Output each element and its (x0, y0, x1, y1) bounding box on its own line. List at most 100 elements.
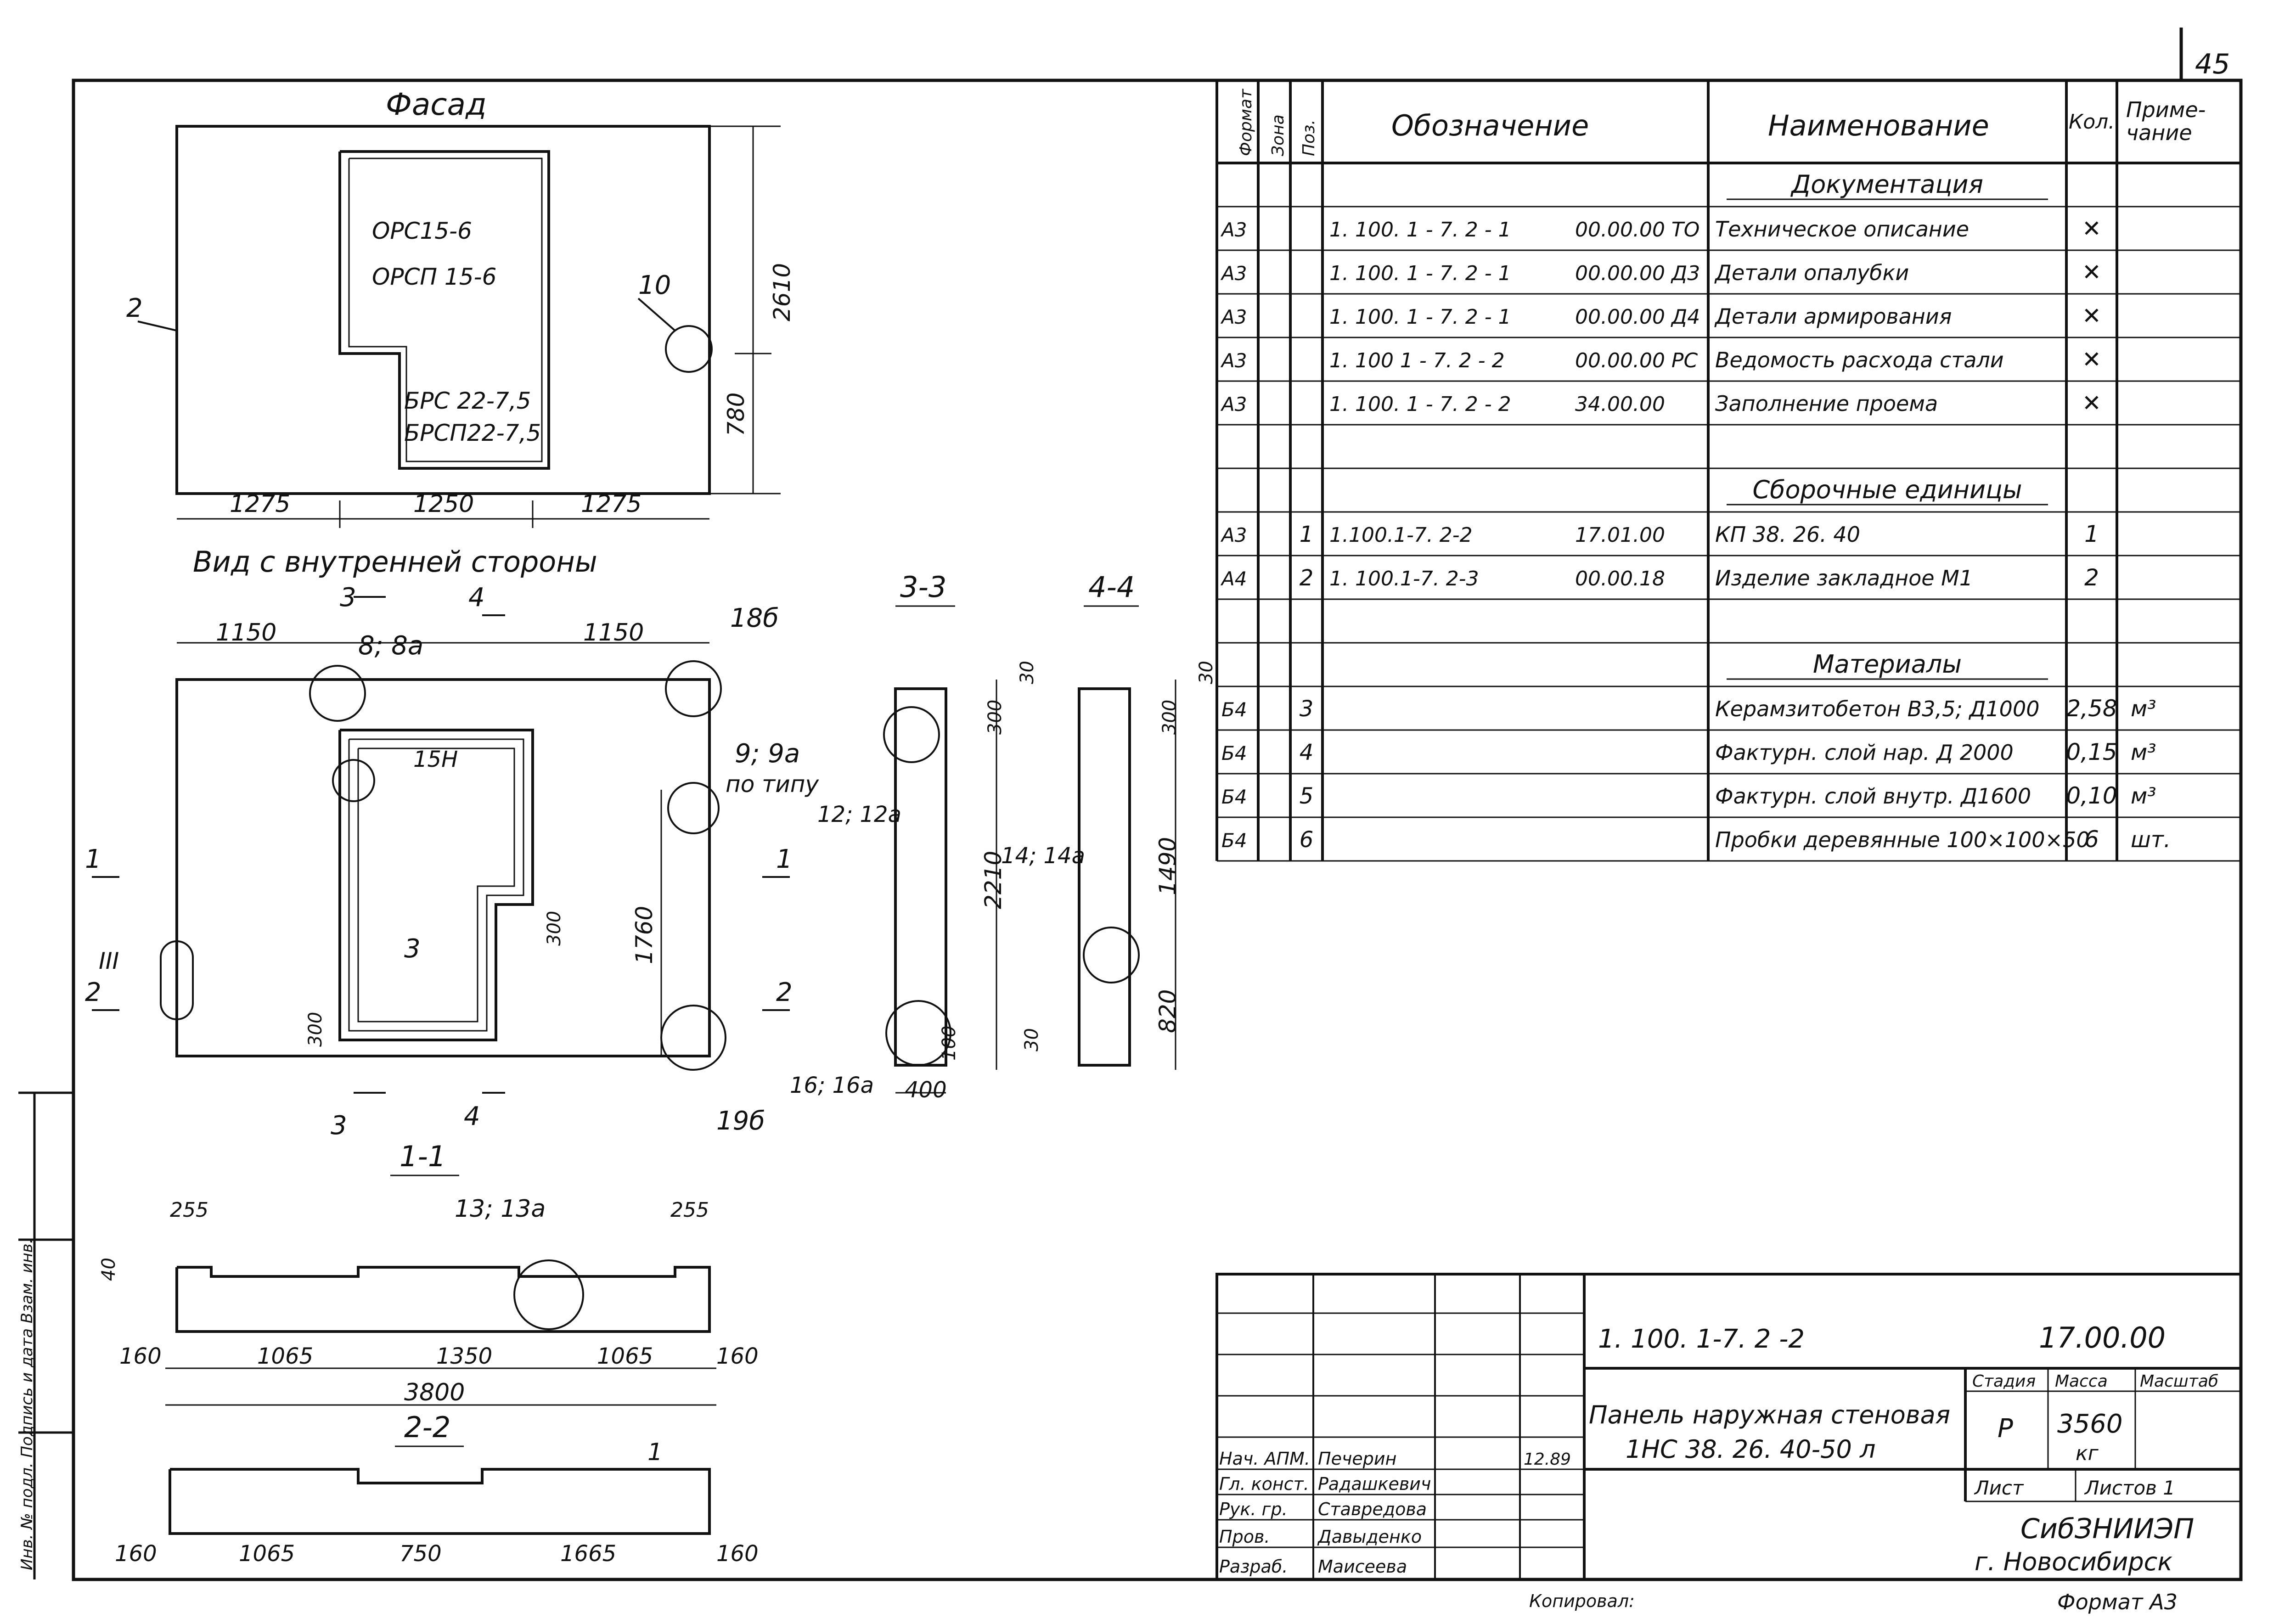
title-sheet-label: Лист (1974, 1477, 2024, 1499)
section-4-4-dim-820: 820 (1154, 989, 1181, 1033)
spec-cell-code: 1. 100. 1 - 7. 2 - 1 (1329, 305, 1511, 329)
section-3-3-callout-16: 16; 16а (790, 1073, 874, 1098)
spec-cell-qty: ✕ (2082, 346, 2101, 373)
section-1-1-dim-1065-left: 1065 (257, 1343, 313, 1369)
section-4-4-dim-300: 300 (1159, 700, 1180, 735)
title-name-line2: 1НС 38. 26. 40-50 л (1626, 1435, 1876, 1464)
section-3-3-title: 3-3 (900, 570, 946, 604)
facade-opening (338, 150, 550, 470)
inner-callout-3: 3 (404, 934, 421, 964)
spec-header-note-2: чание (2126, 120, 2192, 145)
facade-dim-1250: 1250 (413, 490, 474, 518)
title-doc-number: 17.00.00 (2039, 1321, 2166, 1354)
section-1-1-dim-160-left: 160 (119, 1343, 162, 1369)
section-mark-2-left: 2 (85, 978, 101, 1007)
facade-callout-2: 2 (126, 293, 143, 323)
spec-cell-pos: 3 (1300, 696, 1314, 722)
title-mass-label: Масса (2055, 1372, 2108, 1391)
spec-section-heading: Материалы (1813, 650, 1962, 679)
section-2-2-dim-1065: 1065 (239, 1541, 295, 1567)
spec-header-zone: Зона (1269, 114, 1288, 156)
spec-cell-pos: 5 (1300, 783, 1314, 809)
section-3-3-callout-12: 12; 12а (817, 802, 901, 827)
section-4-4: 4-4 30 300 1490 820 30 14; 14а (1001, 570, 1217, 1070)
spec-cell-format: Б4 (1221, 742, 1247, 764)
section-3-3-dim-300: 300 (985, 700, 1006, 735)
spec-cell-code2: 00.00.00 ТО (1575, 218, 1699, 242)
spec-cell-format: А3 (1220, 349, 1247, 372)
section-1-1-dim-3800: 3800 (404, 1379, 465, 1406)
spec-cell-name: Керамзитобетон В3,5; Д1000 (1715, 697, 2040, 721)
inner-callout-15n: 15Н (413, 747, 458, 772)
section-mark-2-right: 2 (776, 978, 793, 1007)
section-4-4-dim-30-top: 30 (1196, 661, 1217, 684)
section-mark-4-bottom: 4 (464, 1101, 480, 1131)
inner-dim-1150-left: 1150 (216, 619, 276, 646)
signature-name: Давыденко (1317, 1527, 1422, 1547)
title-mass-unit: кг (2076, 1442, 2099, 1465)
section-1-1-dim-160-right: 160 (716, 1343, 759, 1369)
spec-cell-qty: 0,10 (2066, 782, 2117, 809)
signature-name: Маисеева (1318, 1557, 1407, 1577)
spec-cell-qty: ✕ (2082, 259, 2101, 286)
spec-header-qty: Кол. (2069, 110, 2115, 134)
facade-dim-1275-left: 1275 (230, 490, 290, 518)
spec-cell-format: А4 (1220, 568, 1247, 590)
title-scale-label: Масштаб (2140, 1372, 2218, 1391)
spec-cell-name: Фактурн. слой нар. Д 2000 (1715, 740, 2014, 765)
spec-cell-qty: 1 (2084, 521, 2099, 547)
spec-cell-qty: ✕ (2082, 215, 2101, 242)
spec-cell-note: шт. (2131, 827, 2171, 853)
section-2-2: 2-2 160 1065 750 1665 160 1 (115, 1410, 759, 1567)
section-4-4-callout-14: 14; 14а (1001, 843, 1085, 869)
section-1-1-dim-1350: 1350 (436, 1343, 492, 1369)
spec-cell-name: Пробки деревянные 100×100×50 (1715, 827, 2090, 852)
spec-cell-note: м³ (2131, 696, 2156, 722)
title-org-line1: СибЗНИИЭП (2020, 1513, 2194, 1545)
section-3-3-dim-400: 400 (905, 1077, 947, 1103)
inner-callout-8: 8; 8а (358, 631, 423, 661)
spec-cell-code2: 00.00.00 Д3 (1575, 262, 1700, 285)
section-2-2-dim-160-left: 160 (115, 1541, 157, 1567)
section-2-2-dim-750: 750 (400, 1541, 442, 1567)
inner-callout-typical: по типу (726, 771, 819, 798)
spec-cell-format: А3 (1220, 219, 1247, 241)
spec-cell-note: м³ (2131, 740, 2156, 765)
signature-role: Пров. (1219, 1527, 1270, 1547)
spec-cell-name: Фактурн. слой внутр. Д1600 (1715, 784, 2031, 809)
section-mark-3-top: 3 (340, 583, 356, 613)
section-3-3-dim-2210: 2210 (980, 851, 1007, 909)
spec-cell-qty: ✕ (2082, 303, 2101, 329)
title-mass: 3560 (2057, 1409, 2123, 1439)
signature-role: Гл. конст. (1219, 1474, 1309, 1494)
signature-role: Рук. гр. (1219, 1499, 1288, 1519)
spec-cell-code: 1. 100. 1 - 7. 2 - 1 (1329, 262, 1511, 285)
title-name-line1: Панель наружная стеновая (1589, 1400, 1950, 1429)
inner-callout-18b: 18б (730, 603, 779, 633)
facade-label-brsp: БРСП22-7,5 (404, 420, 541, 446)
section-3-3: 3-3 30 300 2210 100 400 12; 12а 16; 16а (790, 570, 1038, 1103)
section-1-1-dim-255-right: 255 (670, 1198, 709, 1222)
spec-cell-pos: 2 (1300, 565, 1314, 591)
spec-cell-pos: 4 (1300, 740, 1314, 765)
facade-view: Фасад ОРС15-6 ОРСП 15-6 БРС 22-7,5 БРСП2… (126, 87, 795, 528)
section-1-1-dim-1065-right: 1065 (597, 1343, 653, 1369)
facade-dim-780: 780 (723, 393, 749, 436)
title-stage: Р (1998, 1414, 2013, 1444)
section-2-2-dim-160-right: 160 (716, 1541, 759, 1567)
spec-cell-pos: 6 (1300, 827, 1314, 853)
inner-dim-300-b: 300 (305, 1012, 326, 1047)
spec-header-format: Формат (1237, 89, 1255, 156)
facade-dim-1275-right: 1275 (581, 490, 641, 518)
spec-cell-pos: 1 (1300, 522, 1314, 547)
title-stage-label: Стадия (1972, 1372, 2036, 1391)
section-1-1-dim-255-left: 255 (170, 1198, 208, 1222)
signature-name: Радашкевич (1318, 1474, 1431, 1494)
spec-cell-name: Техническое описание (1715, 217, 1969, 242)
spec-cell-format: Б4 (1221, 698, 1247, 721)
section-mark-3-bottom: 3 (331, 1111, 347, 1141)
inner-callout-III: III (99, 948, 119, 974)
spec-cell-code2: 17.01.00 (1575, 523, 1665, 547)
spec-cell-format: Б4 (1221, 786, 1247, 808)
